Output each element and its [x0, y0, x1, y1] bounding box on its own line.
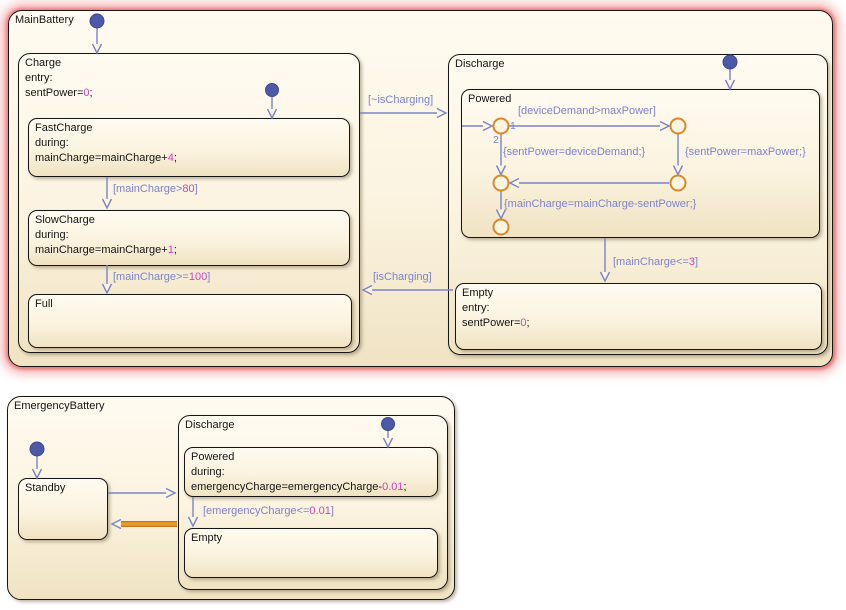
code-text: mainCharge=mainCharge+: [35, 152, 168, 164]
state-title[interactable]: Discharge: [185, 419, 235, 431]
state-title[interactable]: SlowCharge: [35, 214, 95, 226]
state-title[interactable]: Discharge: [455, 58, 505, 70]
label-text: {sentPower=maxPower;}: [685, 146, 806, 158]
label-text: {sentPower=deviceDemand;}: [503, 146, 646, 158]
label-text: {mainCharge=mainCharge-sentPower;}: [504, 198, 697, 210]
transition-label-sentpower-eq-devicedemand[interactable]: {sentPower=deviceDemand;}: [503, 146, 645, 159]
state-code-line[interactable]: sentPower=0;: [456, 316, 821, 331]
label-text: [emergencyCharge<=: [203, 505, 310, 517]
state-eb-powered[interactable]: Powered during: emergencyCharge=emergenc…: [184, 447, 438, 497]
state-title[interactable]: Standby: [25, 482, 66, 494]
state-action-keyword[interactable]: during:: [35, 137, 69, 149]
transition-label-ischarging[interactable]: [isCharging]: [373, 271, 432, 284]
state-code-line[interactable]: sentPower=0;: [19, 86, 359, 101]
label-number: 100: [188, 271, 208, 283]
transition-label-devicedemand-gt-maxpower[interactable]: [deviceDemand>maxPower]: [518, 105, 656, 118]
label-number: 3: [688, 256, 695, 268]
transition-label-maincharge-lte-3[interactable]: [mainCharge<=3]: [613, 256, 698, 269]
label-text: [mainCharge>=: [113, 271, 189, 283]
transition-branch-number-2[interactable]: 2: [493, 134, 499, 147]
code-text: mainCharge=mainCharge+: [35, 244, 168, 256]
code-number: 0: [83, 87, 90, 99]
code-text: ;: [173, 152, 177, 164]
code-number: 4: [167, 152, 174, 164]
state-title[interactable]: Empty: [191, 532, 223, 544]
state-action-keyword[interactable]: entry:: [25, 72, 53, 84]
state-code-line[interactable]: mainCharge=mainCharge+4;: [29, 151, 349, 166]
label-text: ]: [330, 505, 334, 517]
label-text: ]: [194, 183, 198, 195]
label-text: [isCharging]: [373, 271, 432, 283]
state-title[interactable]: MainBattery: [15, 14, 74, 26]
transition-branch-number-1[interactable]: 1: [510, 120, 516, 133]
state-powered[interactable]: Powered: [461, 89, 820, 238]
state-title[interactable]: Charge: [25, 57, 62, 69]
code-text: sentPower=: [462, 317, 521, 329]
label-number: 80: [182, 183, 195, 195]
state-empty[interactable]: Empty entry: sentPower=0;: [455, 283, 822, 350]
label-text: 2: [493, 134, 499, 146]
state-title[interactable]: Full: [35, 298, 53, 310]
code-text: emergencyCharge=emergencyCharge-: [191, 481, 383, 493]
state-full[interactable]: Full: [28, 294, 352, 348]
state-title[interactable]: Powered: [191, 451, 235, 463]
state-slowcharge[interactable]: SlowCharge during: mainCharge=mainCharge…: [28, 210, 350, 266]
transition-label-emergencycharge-lte[interactable]: [emergencyCharge<=0.01]: [203, 505, 334, 518]
transition-label-maincharge-gt-80[interactable]: [mainCharge>80]: [113, 183, 198, 196]
state-action-keyword[interactable]: entry:: [462, 302, 490, 314]
code-text: ;: [526, 317, 530, 329]
label-text: 1: [510, 120, 516, 132]
label-text: [~isCharging]: [368, 94, 434, 106]
label-text: [deviceDemand>maxPower]: [518, 105, 656, 117]
state-title[interactable]: FastCharge: [35, 122, 93, 134]
label-number: 0.01: [309, 505, 331, 517]
code-number: 0.01: [382, 481, 404, 493]
state-eb-empty[interactable]: Empty: [184, 528, 438, 578]
transition-label-sentpower-eq-maxpower[interactable]: {sentPower=maxPower;}: [685, 146, 806, 159]
label-text: [mainCharge>: [113, 183, 183, 195]
transition-label-not-ischarging[interactable]: [~isCharging]: [368, 94, 433, 107]
label-text: ]: [694, 256, 699, 268]
state-title[interactable]: Empty: [462, 287, 494, 299]
transition-label-maincharge-minus-sentpower[interactable]: {mainCharge=mainCharge-sentPower;}: [504, 198, 696, 211]
state-code-line[interactable]: emergencyCharge=emergencyCharge-0.01;: [185, 480, 437, 495]
code-text: ;: [173, 244, 177, 256]
code-text: ;: [89, 87, 93, 99]
code-number: 0: [520, 317, 527, 329]
label-text: [mainCharge<=: [613, 256, 689, 268]
transition-label-maincharge-gte-100[interactable]: [mainCharge>=100]: [113, 271, 210, 284]
state-fastcharge[interactable]: FastCharge during: mainCharge=mainCharge…: [28, 118, 350, 177]
code-number: 1: [167, 244, 174, 256]
code-text: ;: [403, 481, 407, 493]
state-action-keyword[interactable]: during:: [191, 466, 225, 478]
state-code-line[interactable]: mainCharge=mainCharge+1;: [29, 243, 349, 258]
state-action-keyword[interactable]: during:: [35, 229, 69, 241]
label-text: ]: [207, 271, 211, 283]
state-title[interactable]: Powered: [468, 93, 512, 105]
state-standby[interactable]: Standby: [18, 478, 108, 540]
code-text: sentPower=: [25, 87, 84, 99]
state-title[interactable]: EmergencyBattery: [14, 400, 105, 412]
